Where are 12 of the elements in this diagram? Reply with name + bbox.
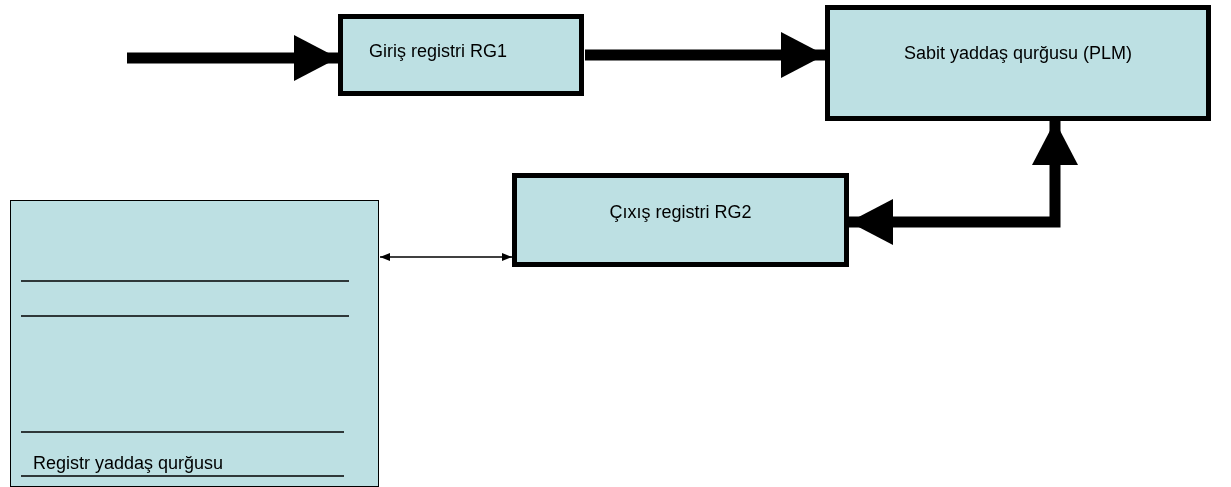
arrow [585,32,825,78]
arrow [379,253,513,261]
memory-block [10,200,379,487]
arrow [127,35,338,81]
node-label: Çıxış registri RG2 [608,202,753,223]
arrow [849,121,1078,245]
node-label: Giriş registri RG1 [369,41,507,62]
node-label: Sabit yaddaş qurğusu (PLM) [902,43,1134,64]
node-label: Registr yaddaş qurğusu [33,453,224,474]
process-box [825,5,1211,121]
process-box [338,14,584,96]
process-box [512,173,849,267]
